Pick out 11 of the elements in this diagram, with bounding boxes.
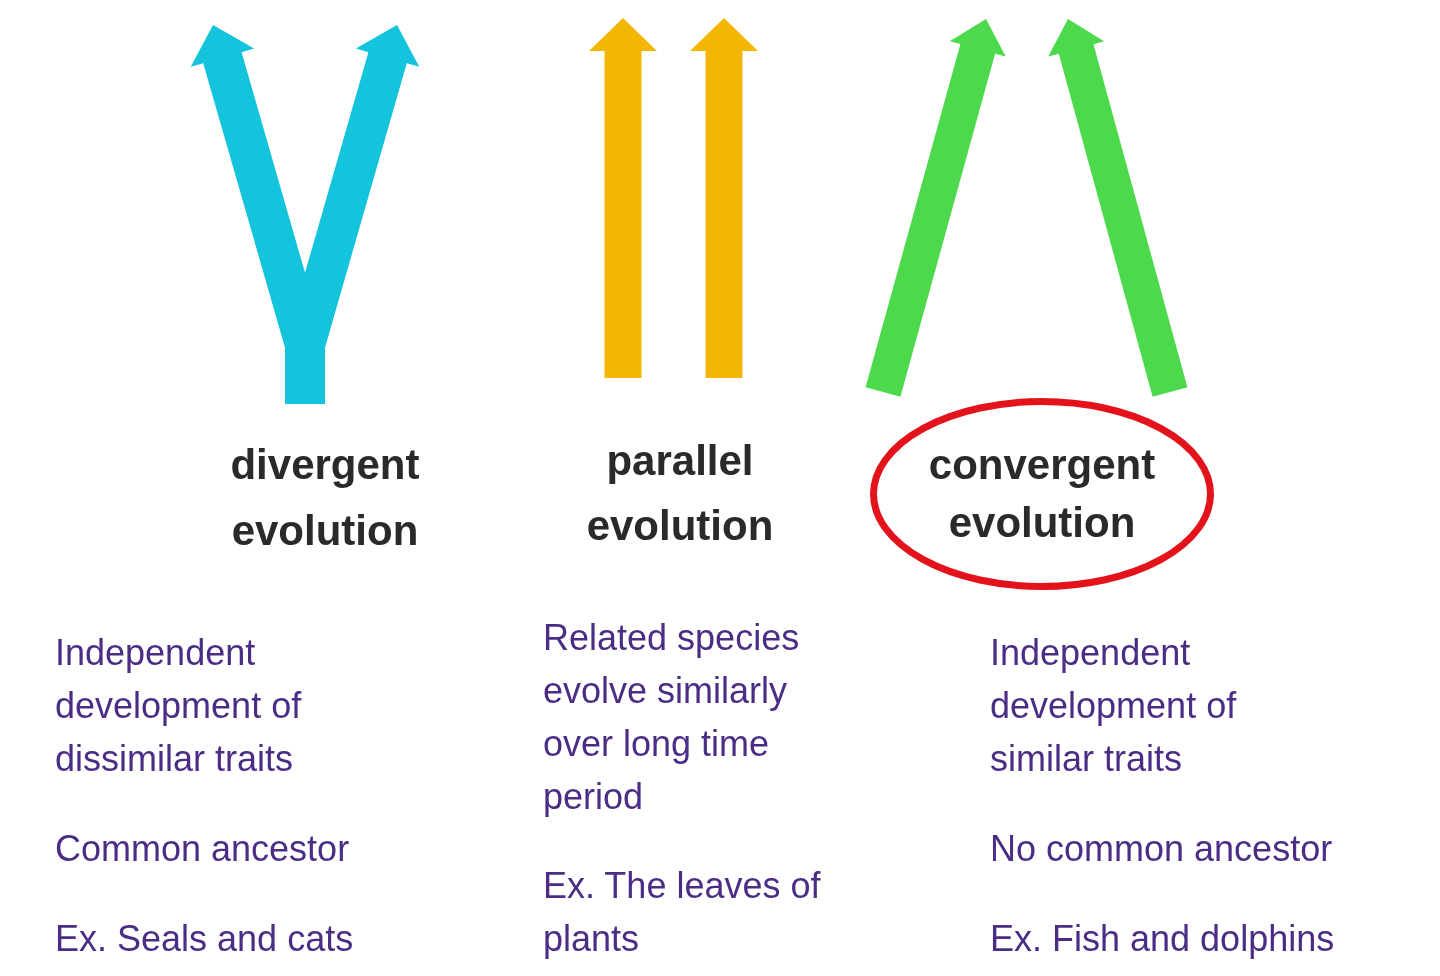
column-heading: divergent evolution — [229, 440, 421, 556]
description-text: Independent development of similar traits — [990, 631, 1238, 781]
ancestor-note: Common ancestor — [55, 827, 351, 871]
example-text: Ex. The leaves of plants — [543, 864, 822, 961]
example-text: Ex. Seals and cats — [55, 917, 355, 961]
column-heading: parallel evolution — [585, 436, 775, 551]
example-text: Ex. Fish and dolphins — [990, 917, 1336, 961]
column-heading: convergent evolution — [928, 440, 1156, 548]
ancestor-note: No common ancestor — [990, 827, 1334, 871]
description-text: Related species evolve similarly over long time period — [543, 616, 801, 819]
description-text: Independent development of dissimilar traits — [55, 631, 303, 781]
